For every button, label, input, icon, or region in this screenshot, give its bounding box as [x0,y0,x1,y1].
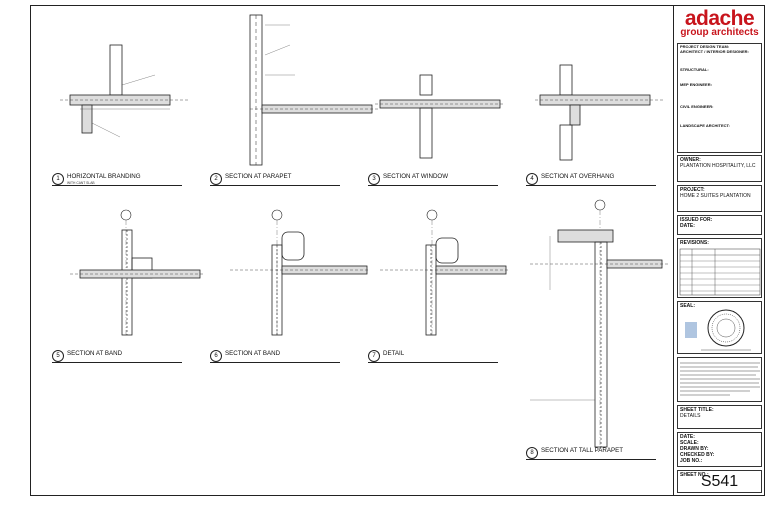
detail-6-number: 6 [210,350,222,362]
detail-6-drawing [220,209,370,340]
structural-label: STRUCTURAL: [680,67,709,73]
detail-4-number: 4 [526,173,538,185]
detail-4-title: 4 SECTION AT OVERHANG [526,173,656,186]
logo-wordmark: adache [684,8,755,30]
detail-2-drawing [230,14,380,175]
detail-7-title: 7 DETAIL [368,350,498,363]
mep-label: MEP ENGINEER: [680,81,712,87]
owner-name: PLANTATION HOSPITALITY, LLC [680,163,756,169]
drawing-area: 1 HORIZONTAL BRANDING WITH CANT SLAB 2 S… [30,5,673,496]
project-design-team: PROJECT DESIGN TEAM: ARCHITECT / INTERIO… [677,43,762,153]
drawing-sheet-border [30,5,765,496]
detail-2-number: 2 [210,173,222,185]
general-notes-box [677,357,762,402]
detail-5-drawing [60,209,210,340]
detail-6-title-text: SECTION AT BAND [225,350,281,357]
project-label: PROJECT: [680,187,705,193]
detail-3-number: 3 [368,173,380,185]
issued-for-label: ISSUED FOR: [680,217,713,223]
detail-7-number: 7 [368,350,380,362]
detail-1-subtitle: WITH CANT SLAB [67,180,95,185]
sheet-title: DETAILS [680,413,701,419]
issued-for-box: ISSUED FOR: DATE: [677,215,762,235]
detail-2-title-text: SECTION AT PARAPET [225,173,292,180]
civil-label: CIVIL ENGINEER: [680,104,714,110]
meta-scale-label: SCALE: [680,440,699,446]
detail-8-title: 8 SECTION AT TALL PARAPET [526,447,656,460]
detail-4-drawing [530,64,670,165]
logo-tagline: group architects [680,27,759,38]
project-name: HOME 2 SUITES PLANTATION [680,193,751,199]
sheet-meta-box: DATE: SCALE: DRAWN BY: CHECKED BY: JOB N… [677,432,762,467]
architect-label: ARCHITECT / INTERIOR DESIGNER: [680,48,749,54]
meta-date-label: DATE: [680,434,695,440]
detail-3-title: 3 SECTION AT WINDOW [368,173,498,186]
detail-5-number: 5 [52,350,64,362]
design-team-label: PROJECT DESIGN TEAM: [680,44,730,49]
detail-5-title-text: SECTION AT BAND [67,350,123,357]
detail-6-title: 6 SECTION AT BAND [210,350,340,363]
seal-box: SEAL: [677,301,762,354]
meta-checked-by-label: CHECKED BY: [680,452,715,458]
sheet-no-label: SHEET NO.: [680,472,709,478]
firm-logo: adache group architects [677,8,762,41]
detail-7-drawing [370,209,510,340]
detail-1-title-text: HORIZONTAL BRANDING [67,173,141,180]
notes-text-block [680,362,760,396]
detail-1-number: 1 [52,173,64,185]
sheet-number: S541 [700,473,739,490]
project-box: PROJECT: HOME 2 SUITES PLANTATION [677,185,762,212]
detail-1-title: 1 HORIZONTAL BRANDING WITH CANT SLAB [52,173,182,186]
sheet-title-label: SHEET TITLE: [680,407,714,413]
revisions-table [679,248,761,296]
meta-drawn-by-label: DRAWN BY: [680,446,709,452]
revisions-box: REVISIONS: [677,238,762,298]
issue-date-label: DATE: [680,223,695,229]
detail-4-title-text: SECTION AT OVERHANG [541,173,615,180]
revisions-label: REVISIONS: [680,240,709,246]
detail-7-title-text: DETAIL [383,350,405,357]
detail-8-number: 8 [526,447,538,459]
detail-3-title-text: SECTION AT WINDOW [383,173,449,180]
sheet-title-box: SHEET TITLE: DETAILS [677,405,762,429]
owner-label: OWNER: [680,157,701,163]
detail-3-drawing [370,74,510,165]
sheet-number-box: SHEET NO.: S541 [677,470,762,493]
owner-box: OWNER: PLANTATION HOSPITALITY, LLC [677,155,762,182]
detail-5-title: 5 SECTION AT BAND [52,350,182,363]
meta-job-no-label: JOB NO.: [680,458,703,464]
detail-8-drawing [520,199,670,450]
engineer-seal-icon [685,309,751,351]
detail-1-drawing [60,44,200,175]
title-block: adache group architects PROJECT DESIGN T… [673,5,765,496]
seal-label: SEAL: [680,303,695,309]
detail-2-title: 2 SECTION AT PARAPET [210,173,340,186]
landscape-label: LANDSCAPE ARCHITECT: [680,122,730,128]
detail-8-title-text: SECTION AT TALL PARAPET [541,447,624,454]
